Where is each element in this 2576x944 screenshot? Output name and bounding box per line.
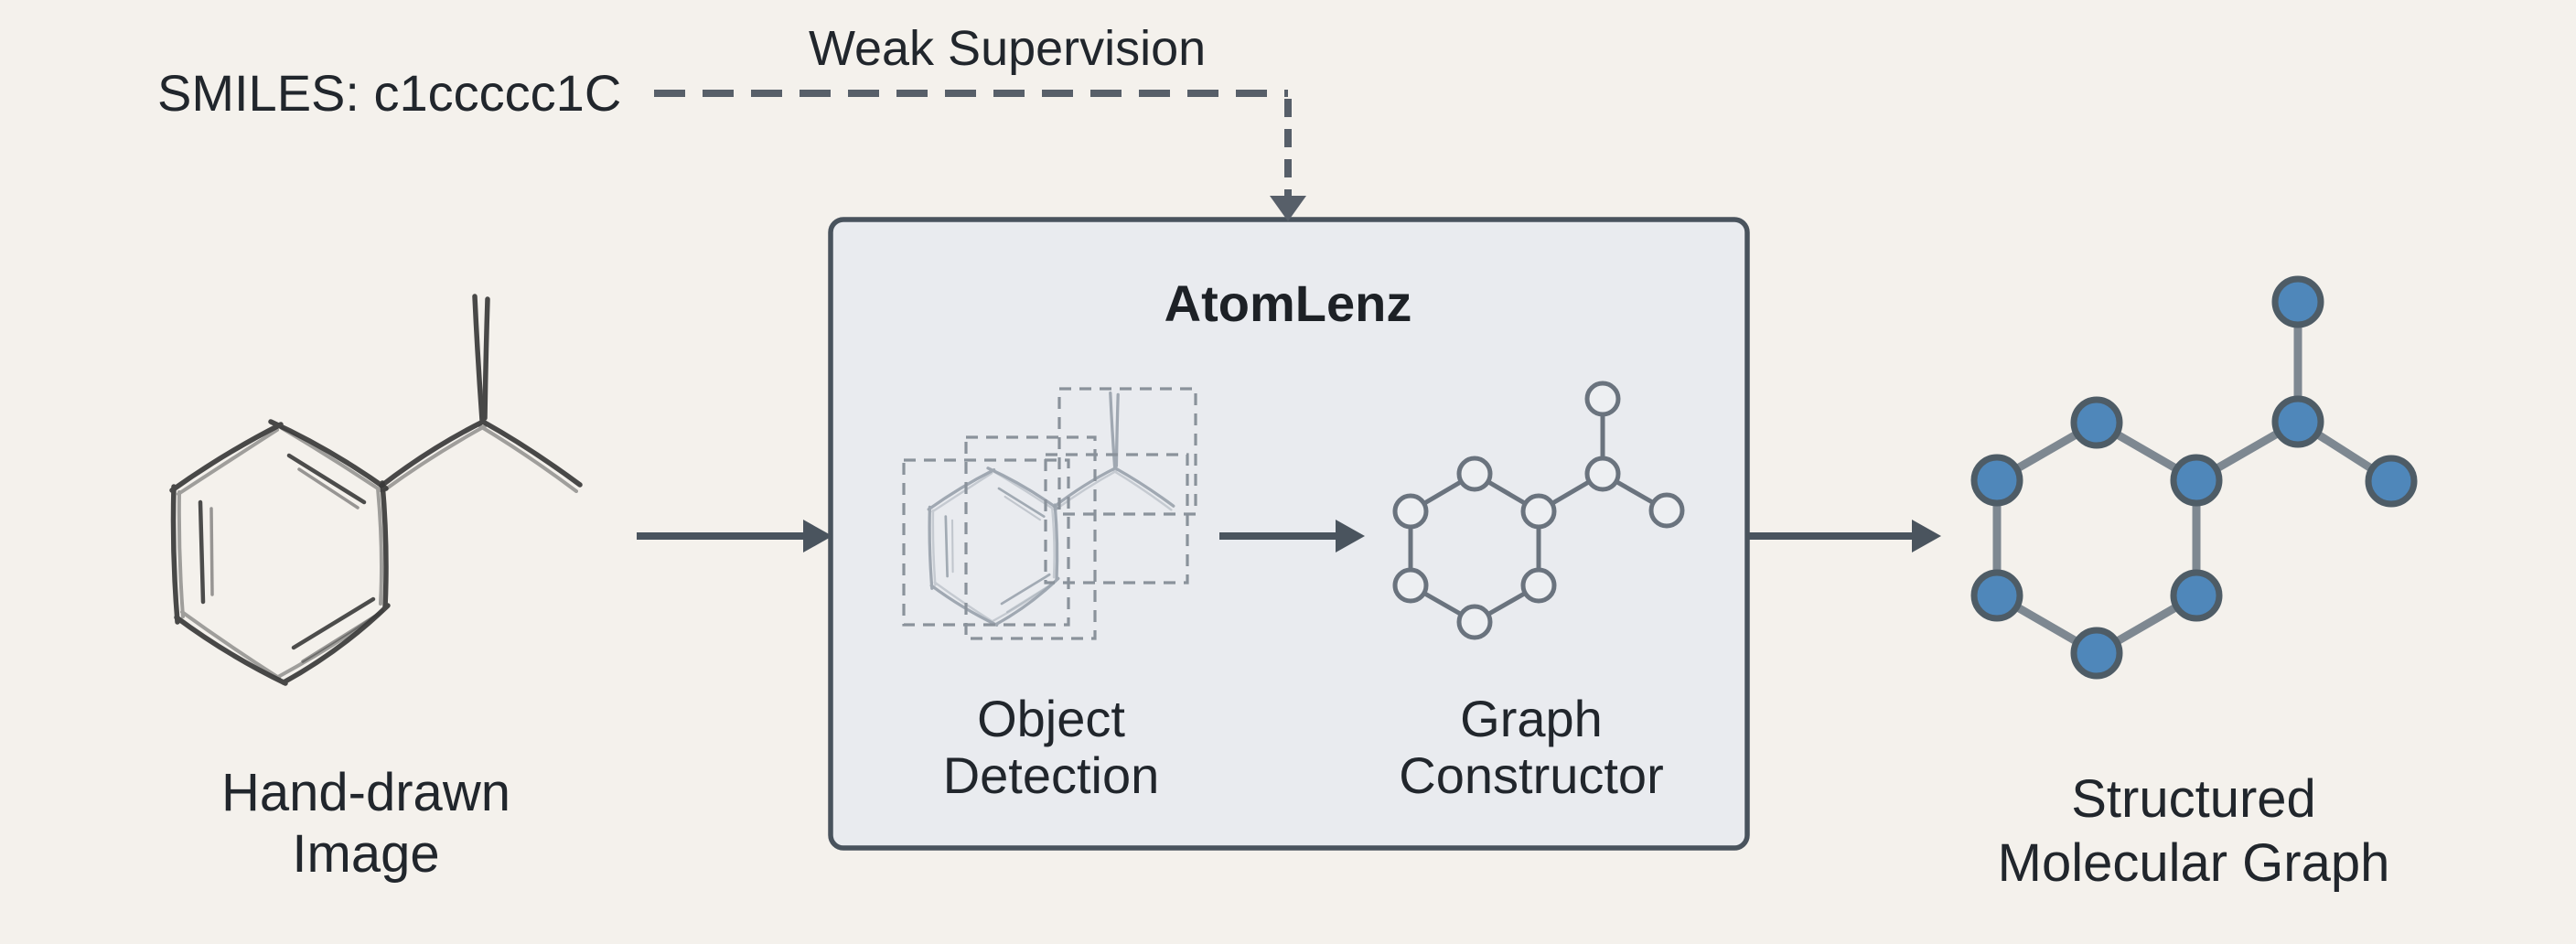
atom-node: [2365, 455, 2418, 508]
graph-constructor-label-line1: Graph: [1460, 690, 1603, 747]
bounding-box: [1044, 453, 1189, 585]
atom-node: [2070, 396, 2123, 449]
weak-supervision-dashed-arrow: [654, 90, 1306, 221]
graph-node: [1584, 381, 1621, 417]
structured-molecular-graph-label-line2: Molecular Graph: [1997, 833, 2390, 893]
arrowhead-right-icon: [803, 520, 832, 552]
atom-node: [2170, 454, 2223, 507]
graph-node: [1392, 567, 1429, 604]
graph-constructor-molecule: [1392, 381, 1685, 640]
atom-node: [2271, 275, 2324, 328]
graph-node: [1456, 456, 1493, 492]
atom-node: [1970, 569, 2023, 622]
arrowhead-right-icon: [1912, 520, 1941, 552]
bounding-box: [964, 435, 1097, 640]
atom-node: [2170, 569, 2223, 622]
detection-bounding-boxes: [902, 387, 1197, 640]
atom-node: [2271, 395, 2324, 448]
bounding-box: [902, 458, 1070, 627]
bounding-box: [1057, 387, 1197, 516]
stage-arrow: [1219, 520, 1365, 552]
output-arrow: [1749, 520, 1941, 552]
graph-constructor-label-line2: Constructor: [1399, 746, 1664, 804]
atom-node: [1970, 454, 2023, 507]
object-detection-label-line2: Detection: [942, 746, 1160, 804]
smiles-label: SMILES: c1ccccc1C: [157, 64, 622, 122]
structured-molecular-graph-label-line1: Structured: [2071, 769, 2316, 829]
hand-drawn-image-label-line1: Hand-drawn: [221, 763, 510, 822]
atomlenz-title: AtomLenz: [1164, 274, 1412, 332]
structured-molecular-graph: [1970, 275, 2418, 680]
hand-drawn-image-label-line2: Image: [292, 824, 440, 884]
graph-node: [1520, 493, 1557, 530]
hand-drawn-molecule-sketch: [172, 296, 580, 683]
arrowhead-down-icon: [1270, 196, 1306, 221]
graph-node: [1648, 492, 1685, 529]
weak-supervision-label: Weak Supervision: [809, 21, 1207, 76]
graph-node: [1520, 567, 1557, 604]
graph-node: [1456, 604, 1493, 640]
arrowhead-right-icon: [1336, 520, 1365, 552]
graph-node: [1392, 493, 1429, 530]
graph-node: [1584, 456, 1621, 492]
atom-node: [2070, 627, 2123, 680]
object-detection-label-line1: Object: [977, 690, 1125, 747]
input-arrow: [637, 520, 832, 552]
